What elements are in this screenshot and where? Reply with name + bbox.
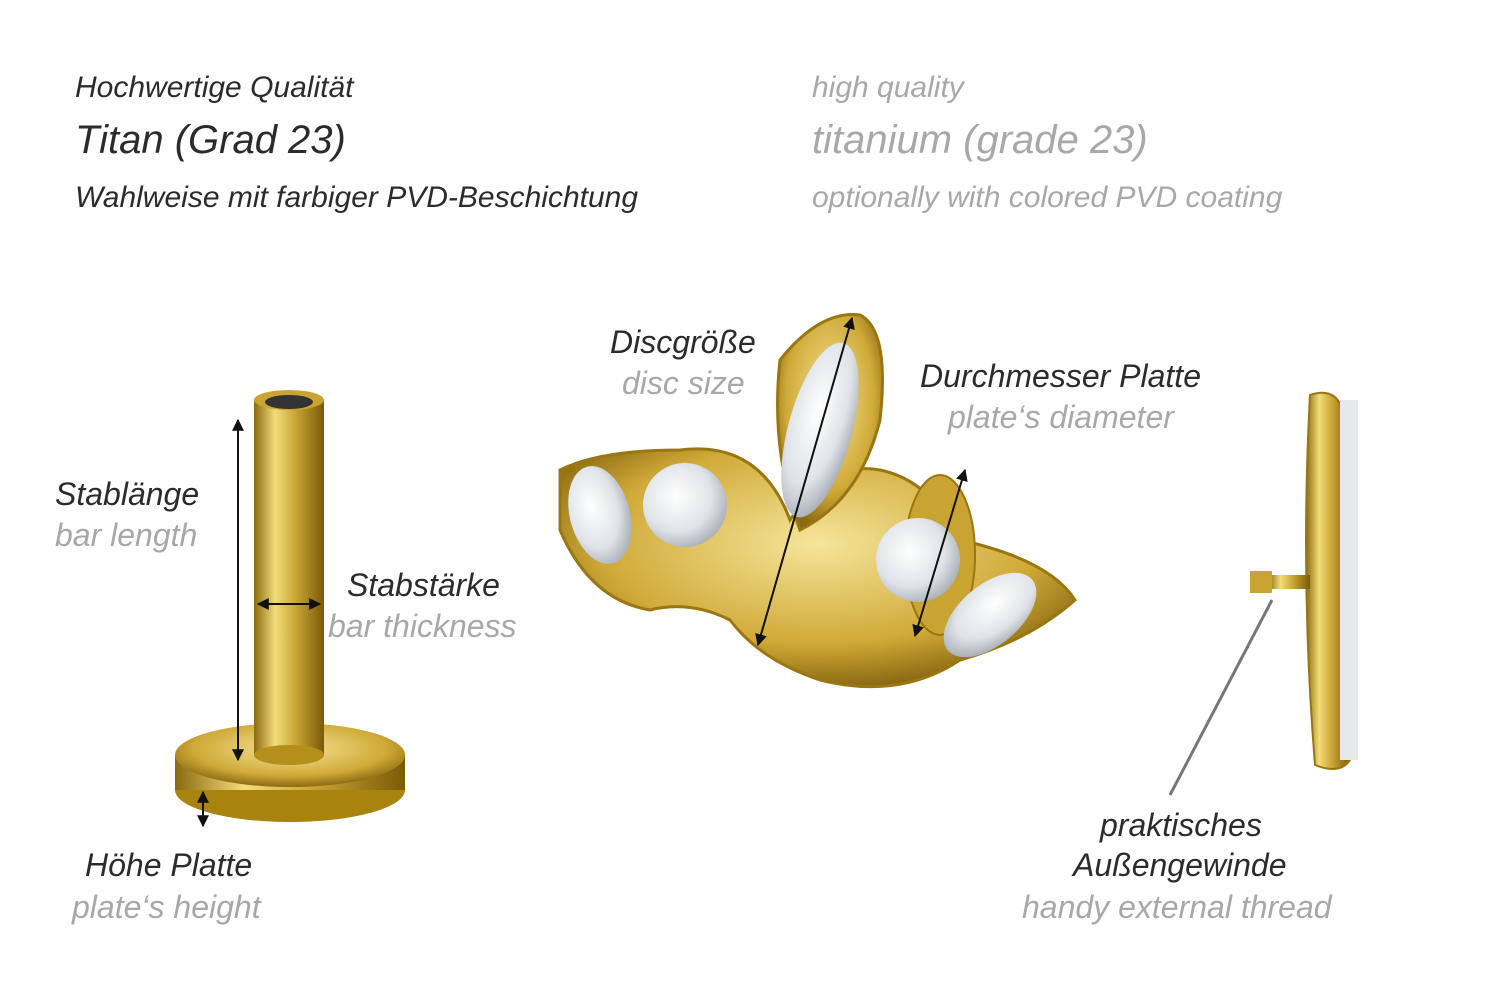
disc-size-arrow	[755, 316, 855, 647]
plate-diameter-label: Durchmesser Platte	[920, 358, 1201, 394]
external-thread-label-1: praktisches	[1100, 807, 1262, 843]
header-quality-en: high quality	[812, 71, 964, 104]
header-material-de: Titan (Grad 23)	[75, 118, 346, 162]
header-coating-de: Wahlweise mit farbiger PVD-Beschichtung	[75, 181, 639, 214]
bar-length-label: Stablänge	[55, 476, 200, 512]
labret-base-drawing	[175, 390, 405, 822]
external-thread-label-en: handy external thread	[1022, 889, 1332, 925]
bar-thickness-label-en: bar thickness	[328, 608, 517, 644]
plate-height-label-en: plate‘s height	[72, 889, 261, 925]
external-thread-label-2: Außengewinde	[1073, 847, 1287, 883]
header-coating-en: optionally with colored PVD coating	[812, 181, 1283, 214]
plate-diameter-label-en: plate‘s diameter	[948, 399, 1174, 435]
header-material-en: titanium (grade 23)	[812, 118, 1148, 162]
header-quality-de: Hochwertige Qualität	[75, 71, 354, 104]
disc-size-label: Discgröße	[610, 324, 756, 360]
side-view-drawing	[1250, 391, 1358, 770]
bar-length-label-en: bar length	[55, 517, 198, 553]
disc-size-label-en: disc size	[622, 365, 745, 401]
plate-height-label: Höhe Platte	[85, 847, 253, 883]
thread-pointer-line	[1168, 599, 1274, 796]
plate-diameter-arrow	[912, 468, 968, 638]
bar-thickness-label: Stabstärke	[347, 567, 500, 603]
